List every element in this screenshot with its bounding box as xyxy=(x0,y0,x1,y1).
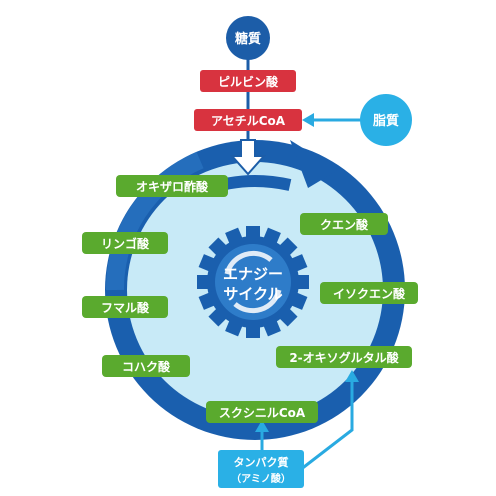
sugar-label: 糖質 xyxy=(235,31,261,47)
svg-text:フマル酸: フマル酸 xyxy=(101,300,150,315)
svg-text:リンゴ酸: リンゴ酸 xyxy=(101,236,150,251)
step-oxaloacetate: オキザロ酢酸 xyxy=(116,175,228,197)
cycle-arrowhead xyxy=(290,140,338,188)
acetyl-coa-box xyxy=(194,109,302,131)
pyruvate-label: ピルビン酸 xyxy=(218,74,279,89)
fat-node xyxy=(360,94,412,146)
svg-text:イソクエン酸: イソクエン酸 xyxy=(333,286,406,301)
step-isocitrate: イソクエン酸 xyxy=(320,282,418,304)
protein-label-line2: （アミノ酸） xyxy=(231,472,291,485)
protein-pathway: タンパク質 （アミノ酸） xyxy=(218,370,359,488)
svg-text:スクシニルCoA: スクシニルCoA xyxy=(219,406,306,420)
svg-text:クエン酸: クエン酸 xyxy=(320,217,369,232)
protein-box xyxy=(218,450,304,488)
svg-text:2-オキソグルタル酸: 2-オキソグルタル酸 xyxy=(289,350,399,365)
step-succinyl-coa: スクシニルCoA xyxy=(206,401,318,423)
svg-text:コハク酸: コハク酸 xyxy=(122,359,171,374)
energy-gear-icon: エナジー サイクル xyxy=(197,226,309,338)
cycle-steps: オキザロ酢酸 リンゴ酸 フマル酸 コハク酸 スクシニルCoA クエン酸 イソクエ… xyxy=(82,175,418,423)
protein-label-line1: タンパク質 xyxy=(234,455,289,469)
sugar-pathway: 糖質 ピルビン酸 アセチルCoA xyxy=(194,16,302,176)
svg-text:オキザロ酢酸: オキザロ酢酸 xyxy=(136,179,209,194)
fat-pathway: 脂質 xyxy=(302,94,412,146)
step-succinate: コハク酸 xyxy=(102,355,190,377)
fat-label: 脂質 xyxy=(372,113,399,129)
pyruvate-box xyxy=(200,70,296,92)
into-cycle-arrow xyxy=(229,139,267,176)
step-citrate: クエン酸 xyxy=(300,213,388,235)
center-label-line1: エナジー xyxy=(223,265,283,283)
step-fumarate: フマル酸 xyxy=(82,296,168,318)
step-2-oxoglutarate: 2-オキソグルタル酸 xyxy=(276,346,412,368)
sugar-node xyxy=(226,16,270,60)
acetyl-coa-label: アセチルCoA xyxy=(211,114,286,128)
step-malate: リンゴ酸 xyxy=(82,232,168,254)
center-label-line2: サイクル xyxy=(223,285,282,303)
